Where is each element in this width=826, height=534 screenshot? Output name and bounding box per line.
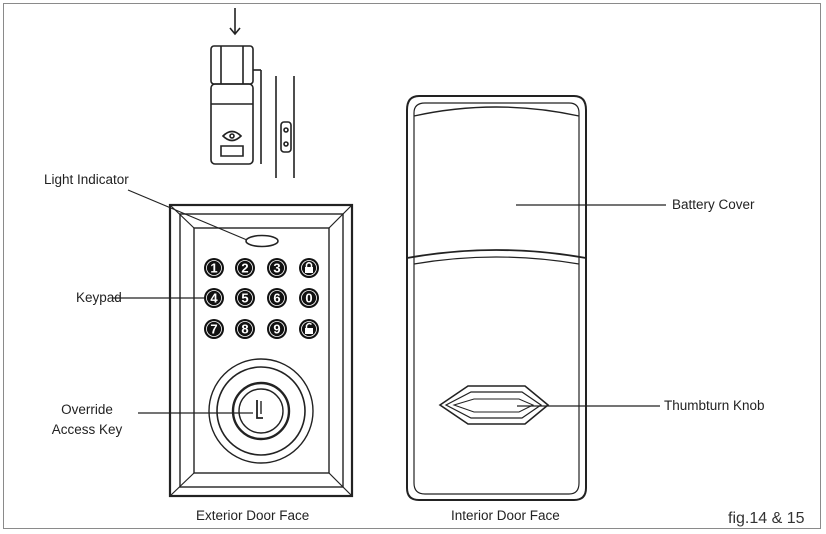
keypad-label: Keypad: [76, 290, 122, 305]
keypad-key-1[interactable]: 1: [204, 258, 224, 278]
keypad-key-9[interactable]: 9: [267, 319, 287, 339]
exterior-face-caption: Exterior Door Face: [196, 508, 310, 523]
thumbturn-knob-label: Thumbturn Knob: [664, 398, 765, 413]
deadbolt-bolt-illustration: [210, 8, 295, 178]
keypad-key-7[interactable]: 7: [204, 319, 224, 339]
keypad-key-unlock-icon[interactable]: [299, 319, 319, 339]
keypad-key-4[interactable]: 4: [204, 288, 224, 308]
key-cylinder: [208, 358, 314, 464]
svg-text:8: 8: [241, 322, 248, 337]
keypad-key-2[interactable]: 2: [235, 258, 255, 278]
interior-face-caption: Interior Door Face: [451, 508, 560, 523]
svg-text:4: 4: [210, 291, 218, 306]
thumbturn-knob: [438, 385, 550, 425]
svg-text:3: 3: [273, 261, 280, 276]
keypad-key-grid: 1 2 3 4 5 6 0 7 8 9: [204, 258, 319, 339]
interior-lock-body: [406, 95, 587, 501]
svg-text:9: 9: [273, 322, 280, 337]
keypad-key-8[interactable]: 8: [235, 319, 255, 339]
figure-caption: fig.14 & 15: [728, 510, 805, 527]
figure-frame: [3, 3, 821, 529]
svg-text:5: 5: [241, 291, 248, 306]
light-indicator-label: Light Indicator: [44, 172, 129, 187]
keypad-key-6[interactable]: 6: [267, 288, 287, 308]
light-indicator-logo: [245, 234, 279, 248]
leader-lines: [112, 189, 666, 414]
keypad-key-3[interactable]: 3: [267, 258, 287, 278]
svg-text:7: 7: [210, 322, 217, 337]
override-label-line2: Access Key: [51, 422, 123, 437]
svg-text:2: 2: [241, 261, 248, 276]
battery-cover-label: Battery Cover: [672, 197, 755, 212]
keypad-key-5[interactable]: 5: [235, 288, 255, 308]
svg-text:1: 1: [210, 261, 217, 276]
override-label-line1: Override: [61, 402, 113, 417]
keypad-key-0[interactable]: 0: [299, 288, 319, 308]
svg-text:6: 6: [273, 291, 280, 306]
exterior-lock-body: [168, 203, 354, 498]
svg-text:0: 0: [305, 291, 312, 306]
keypad-key-lock-icon[interactable]: [299, 258, 319, 278]
